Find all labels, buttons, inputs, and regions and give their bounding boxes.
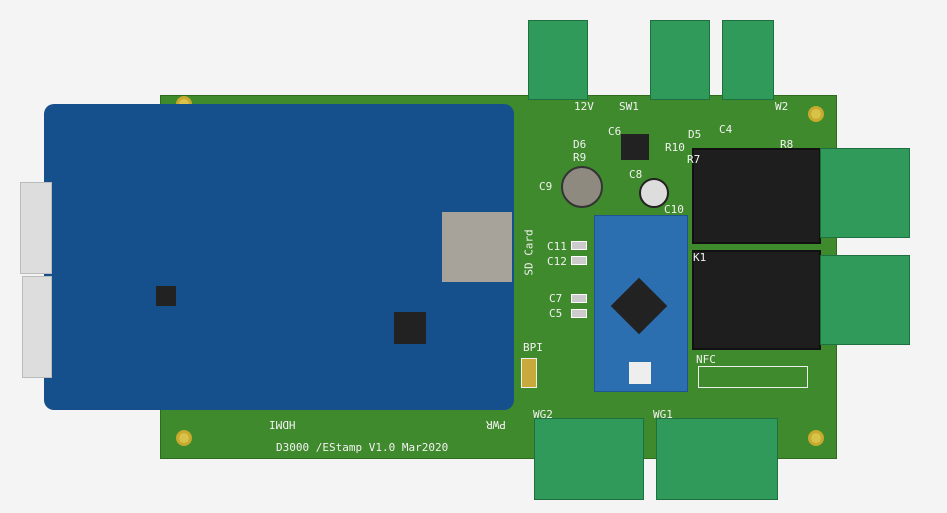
nfc-header <box>698 366 808 388</box>
chip <box>156 286 176 306</box>
label-d6: D6 <box>573 138 587 151</box>
relay-1 <box>692 148 821 244</box>
label-c11: C11 <box>547 240 567 253</box>
label-c4: C4 <box>719 123 733 136</box>
board-title: D3000 /EStamp V1.0 Mar2020 <box>276 441 449 454</box>
mcu-chip <box>610 277 668 335</box>
label-c8: C8 <box>629 168 643 181</box>
terminal-relay-1[interactable] <box>820 148 910 238</box>
soc-chip <box>394 312 426 344</box>
label-wg1: WG1 <box>653 408 673 421</box>
usb-port[interactable] <box>20 182 52 274</box>
label-12v: 12V <box>574 100 594 113</box>
label-r9: R9 <box>573 151 587 164</box>
label-r8: R8 <box>780 138 794 151</box>
label-c7: C7 <box>549 292 563 305</box>
bpi-jumper <box>521 358 537 388</box>
terminal-sw2[interactable] <box>722 20 774 100</box>
sd-card-slot[interactable] <box>442 212 512 282</box>
label-wg2: WG2 <box>533 408 553 421</box>
reset-button[interactable] <box>629 362 651 384</box>
mounting-hole <box>808 430 824 446</box>
terminal-sw1[interactable] <box>650 20 710 100</box>
capacitor-c8 <box>639 178 669 208</box>
label-c6: C6 <box>608 125 622 138</box>
label-c10: C10 <box>664 203 684 216</box>
label-hdmi: HDMI <box>269 418 296 431</box>
label-sw1: SW1 <box>619 100 639 113</box>
terminal-12v[interactable] <box>528 20 588 100</box>
label-r10: R10 <box>665 141 685 154</box>
smd-c11 <box>571 241 587 250</box>
terminal-wg1[interactable] <box>656 418 778 500</box>
terminal-relay-2[interactable] <box>820 255 910 345</box>
label-k1: K1 <box>693 251 707 264</box>
label-r7: R7 <box>687 153 701 166</box>
smd-c5 <box>571 309 587 318</box>
mounting-hole <box>176 430 192 446</box>
terminal-wg2[interactable] <box>534 418 644 500</box>
label-pwr: PWR <box>486 418 506 431</box>
pi-board <box>44 104 514 410</box>
smd-c12 <box>571 256 587 265</box>
label-nfc: NFC <box>696 353 716 366</box>
mounting-hole <box>808 106 824 122</box>
label-c5: C5 <box>549 307 563 320</box>
ethernet-port[interactable] <box>22 276 52 378</box>
label-c9: C9 <box>539 180 553 193</box>
label-c12: C12 <box>547 255 567 268</box>
capacitor-c9 <box>561 166 603 208</box>
arduino-pro-mini <box>594 215 688 392</box>
label-sd-card: SD Card <box>522 229 536 276</box>
label-d5: D5 <box>688 128 702 141</box>
label-sw2: W2 <box>775 100 789 113</box>
label-bpi: BPI <box>523 341 543 354</box>
relay-k1 <box>692 250 821 350</box>
smd-c7 <box>571 294 587 303</box>
ic-chip <box>621 134 649 160</box>
